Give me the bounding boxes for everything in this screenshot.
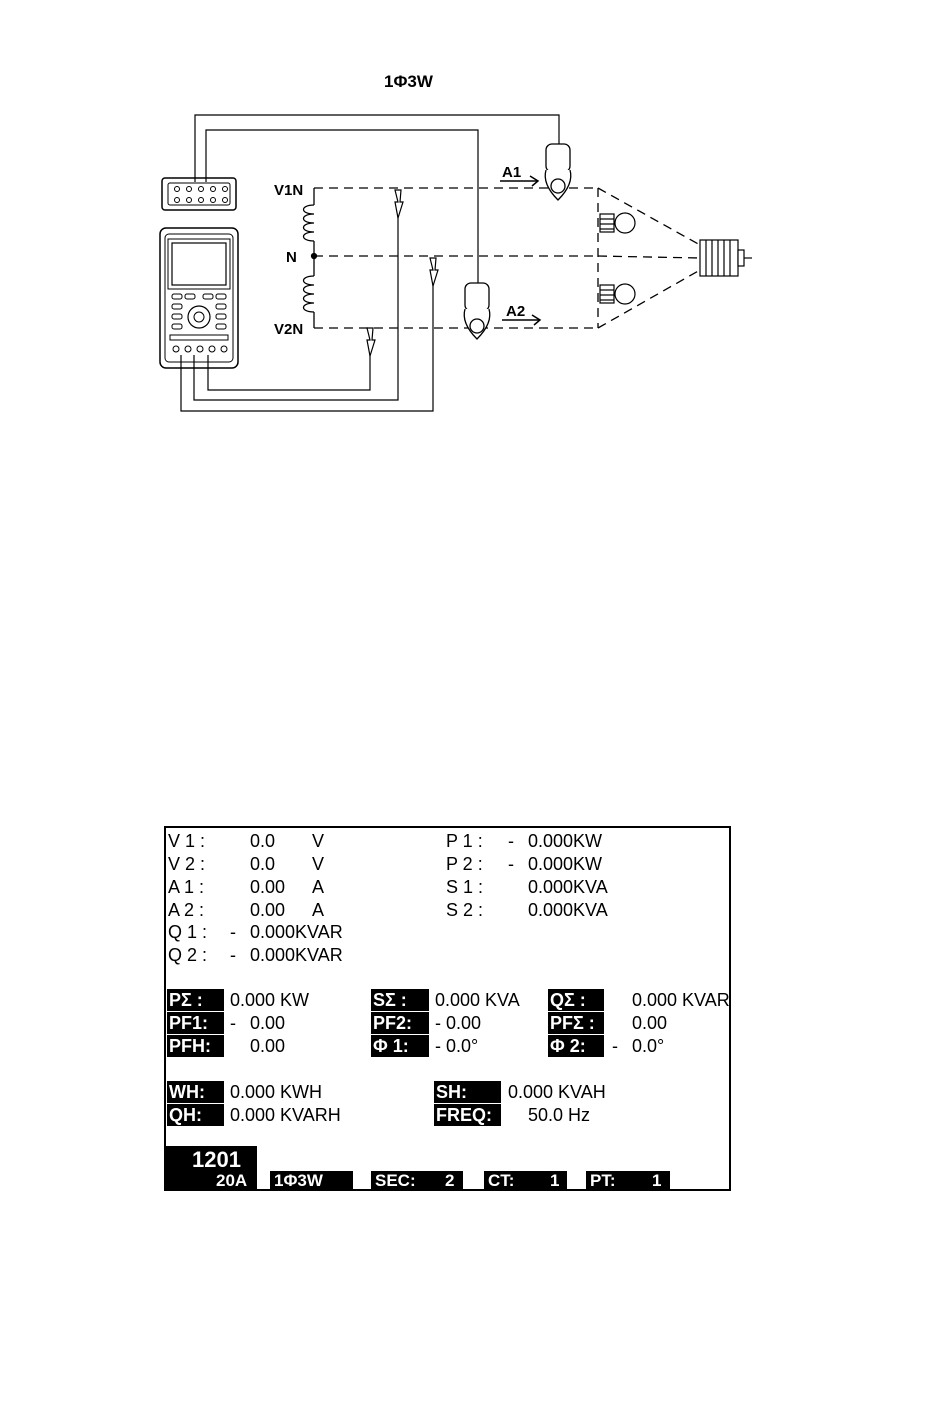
reading-sign: - xyxy=(508,854,514,874)
pt-box: PT: 1 xyxy=(586,1171,670,1190)
reading-label: Q 1 : xyxy=(168,922,208,942)
voltage-probe-icons xyxy=(366,189,439,357)
sh-value: 0.000 KVAH xyxy=(508,1082,606,1102)
pfh-label: PFH: xyxy=(167,1035,224,1057)
record-range-box: 1201 20A xyxy=(166,1146,257,1190)
current-arrows xyxy=(500,175,542,326)
reading-label: A 2 : xyxy=(168,900,205,920)
qh-value: 0.000 KVARH xyxy=(230,1105,341,1125)
wh-value: 0.000 KWH xyxy=(230,1082,323,1102)
p-sum-value: 0.000 KW xyxy=(230,990,310,1010)
reading-sign: - xyxy=(230,922,236,942)
voltage-leads xyxy=(180,215,434,412)
clamp-a1-icon xyxy=(544,143,572,201)
conductors xyxy=(314,187,701,329)
phi1-label: Φ 1: xyxy=(371,1035,429,1057)
label-a2: A2 xyxy=(506,303,525,320)
phi2-sign: - xyxy=(612,1036,618,1056)
pf1-label: PF1: xyxy=(167,1012,224,1034)
reading-label: P 1 : xyxy=(446,831,483,851)
phi2-label: Φ 2: xyxy=(548,1035,604,1057)
sec-value: 2 xyxy=(445,1171,455,1190)
reading-label: Q 2 : xyxy=(168,945,208,965)
record-number: 1201 xyxy=(192,1147,241,1172)
wiring-mode-box: 1Φ3W xyxy=(270,1171,353,1190)
phi2-value: 0.0° xyxy=(632,1036,665,1056)
current-range: 20A xyxy=(216,1171,248,1190)
reading-value: 0.00 xyxy=(250,877,286,897)
qh-label: QH: xyxy=(167,1104,224,1126)
reading-unit: V xyxy=(312,831,325,851)
reading-label: P 2 : xyxy=(446,854,483,874)
lamp-icon xyxy=(599,212,636,305)
sec-box: SEC: 2 xyxy=(371,1171,463,1190)
pt-value: 1 xyxy=(652,1171,662,1190)
ct-label: CT: xyxy=(488,1171,515,1190)
lcd-display: V 1 : 0.0 V V 2 : 0.0 V A 1 : 0.00 A A 2… xyxy=(164,826,731,1191)
reading-value: 0.000KVAR xyxy=(250,922,343,942)
reading-value: 0.000KVA xyxy=(528,877,608,897)
pf2-value: - 0.00 xyxy=(435,1013,482,1033)
sec-label: SEC: xyxy=(375,1171,416,1190)
reading-value: 0.000KW xyxy=(528,831,603,851)
ct-box: CT: 1 xyxy=(484,1171,567,1190)
reading-value: 0.000KVA xyxy=(528,900,608,920)
reading-label: S 2 : xyxy=(446,900,484,920)
meter-connector xyxy=(161,177,237,211)
reading-label: A 1 : xyxy=(168,877,205,897)
wh-label: WH: xyxy=(167,1081,224,1103)
phi1-value: - 0.0° xyxy=(435,1036,479,1056)
motor-icon xyxy=(699,239,752,277)
reading-value: 0.0 xyxy=(250,831,276,851)
reading-unit: V xyxy=(312,854,325,874)
p-sum-label: PΣ : xyxy=(167,989,224,1011)
label-v2n: V2N xyxy=(274,321,303,338)
q-sum-value: 0.000 KVAR xyxy=(632,990,730,1010)
s-sum-value: 0.000 KVA xyxy=(435,990,520,1010)
pf2-label: PF2: xyxy=(371,1012,429,1034)
clamp-a2-icon xyxy=(463,282,491,340)
pf1-value: 0.00 xyxy=(250,1013,286,1033)
pf-sum-label: PFΣ : xyxy=(548,1012,604,1034)
pf1-sign: - xyxy=(230,1013,236,1033)
reading-value: 0.00 xyxy=(250,900,286,920)
reading-value: 0.000KVAR xyxy=(250,945,343,965)
reading-sign: - xyxy=(508,831,514,851)
pt-label: PT: xyxy=(590,1171,616,1190)
reading-label: S 1 : xyxy=(446,877,484,897)
wiring-mode: 1Φ3W xyxy=(274,1171,323,1190)
pfh-value: 0.00 xyxy=(250,1036,286,1056)
reading-label: V 1 : xyxy=(168,831,206,851)
label-v1n: V1N xyxy=(274,182,303,199)
wiring-diagram: V1N N V2N A1 A2 xyxy=(159,114,752,412)
label-n: N xyxy=(286,249,297,266)
reading-unit: A xyxy=(312,877,325,897)
reading-sign: - xyxy=(230,945,236,965)
clamp-leads xyxy=(194,114,560,285)
pf-sum-value: 0.00 xyxy=(632,1013,668,1033)
reading-value: 0.000KW xyxy=(528,854,603,874)
transformer-windings xyxy=(302,188,318,328)
freq-label: FREQ: xyxy=(434,1104,501,1126)
label-a1: A1 xyxy=(502,164,521,181)
q-sum-label: QΣ : xyxy=(548,989,604,1011)
s-sum-label: SΣ : xyxy=(371,989,429,1011)
diagram-title: 1Φ3W xyxy=(384,72,433,91)
power-meter-device xyxy=(159,227,239,369)
ct-value: 1 xyxy=(550,1171,560,1190)
sh-label: SH: xyxy=(434,1081,501,1103)
freq-value: 50.0 Hz xyxy=(528,1105,591,1125)
reading-value: 0.0 xyxy=(250,854,276,874)
reading-label: V 2 : xyxy=(168,854,206,874)
reading-unit: A xyxy=(312,900,325,920)
